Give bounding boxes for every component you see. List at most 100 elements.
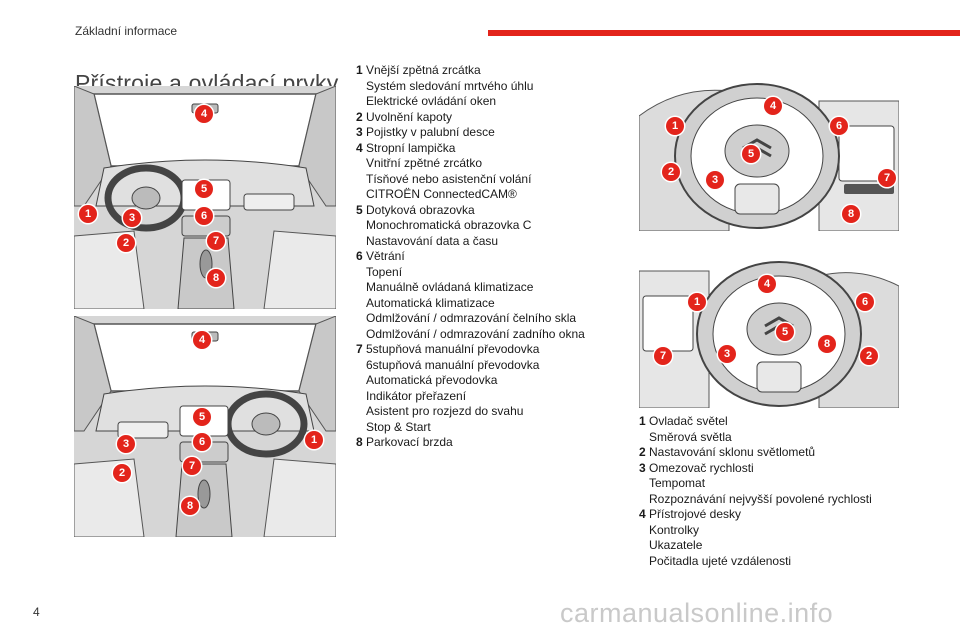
- item-line: Dotyková obrazovka: [366, 202, 475, 217]
- item-number: 3: [639, 460, 646, 475]
- callout-marker-6: 6: [856, 293, 874, 311]
- item-number: 1: [356, 63, 363, 77]
- callout-marker-4: 4: [193, 331, 211, 349]
- item-line: Stop & Start: [366, 419, 431, 434]
- section-header: Základní informace: [75, 24, 178, 38]
- callout-marker-7: 7: [878, 169, 896, 187]
- item-line: Kontrolky: [649, 522, 700, 537]
- callout-marker-3: 3: [117, 435, 135, 453]
- item-line: Stropní lampička: [366, 140, 456, 155]
- item-line: Pojistky v palubní desce: [366, 125, 495, 139]
- callout-marker-6: 6: [193, 433, 211, 451]
- steering-wheel-rhd-drawing: [639, 236, 899, 408]
- item-number: 8: [356, 435, 363, 449]
- item-line: Větrání: [366, 249, 405, 263]
- item-number: 2: [639, 445, 646, 459]
- callout-marker-3: 3: [123, 209, 141, 227]
- callout-marker-1: 1: [666, 117, 684, 135]
- item-lines: Pojistky v palubní desce: [366, 125, 495, 141]
- item-line: Nastavování sklonu světlometů: [649, 445, 816, 459]
- item-line: Odmlžování / odmrazování čelního skla: [366, 311, 577, 325]
- callout-marker-5: 5: [195, 180, 213, 198]
- item-line: Počitadla ujeté vzdálenosti: [649, 553, 792, 568]
- item-line: Vnitřní zpětné zrcátko: [366, 156, 483, 170]
- item-number: 1: [639, 414, 646, 428]
- item-line: Vnější zpětná zrcátka: [366, 63, 481, 77]
- callout-marker-1: 1: [79, 205, 97, 223]
- item-line: Monochromatická obrazovka C: [366, 218, 532, 232]
- watermark: carmanualsonline.info: [560, 598, 834, 628]
- item-number: 7: [356, 342, 363, 356]
- item-line: Nastavování data a času: [366, 233, 499, 248]
- item-line: Automatická převodovka: [366, 373, 498, 387]
- item-line: CITROËN ConnectedCAM®: [366, 187, 517, 201]
- callout-marker-7: 7: [654, 347, 672, 365]
- callout-marker-2: 2: [860, 347, 878, 365]
- callout-marker-7: 7: [183, 457, 201, 475]
- item-number: 5: [356, 202, 363, 217]
- steering-wheel-lhd-drawing: [639, 56, 899, 231]
- callout-marker-5: 5: [776, 323, 794, 341]
- callout-marker-2: 2: [662, 163, 680, 181]
- callout-marker-1: 1: [688, 293, 706, 311]
- item-line: Systém sledování mrtvého úhlu: [366, 78, 534, 93]
- header-accent-bar: [488, 30, 960, 36]
- item-line: Indikátor přeřazení: [366, 388, 467, 403]
- item-line: Ukazatele: [649, 538, 703, 552]
- item-line: Asistent pro rozjezd do svahu: [366, 404, 524, 418]
- item-line: Odmlžování / odmrazování zadního okna: [366, 326, 585, 341]
- callout-marker-6: 6: [830, 117, 848, 135]
- callout-marker-6: 6: [195, 207, 213, 225]
- callout-marker-8: 8: [181, 497, 199, 515]
- item-number: 4: [356, 140, 363, 155]
- item-line: Elektrické ovládání oken: [366, 94, 497, 108]
- item-lines: Nastavování sklonu světlometů: [649, 445, 815, 461]
- callout-marker-4: 4: [764, 97, 782, 115]
- item-line: Ovladač světel: [649, 414, 728, 428]
- item-line: Omezovač rychlosti: [649, 460, 754, 475]
- callout-marker-5: 5: [742, 145, 760, 163]
- item-line: Tempomat: [649, 476, 706, 490]
- item-line: Automatická klimatizace: [366, 295, 495, 310]
- item-number: 6: [356, 249, 363, 263]
- dashboard-rhd-drawing: [74, 316, 336, 537]
- item-number: 4: [639, 507, 646, 521]
- item-line: Topení: [366, 264, 403, 279]
- callout-marker-1: 1: [305, 431, 323, 449]
- item-line: 6stupňová manuální převodovka: [366, 357, 540, 372]
- callout-marker-2: 2: [113, 464, 131, 482]
- callout-marker-8: 8: [842, 205, 860, 223]
- item-number: 2: [356, 109, 363, 124]
- item-lines: Parkovací brzda: [366, 435, 453, 451]
- callout-marker-2: 2: [117, 234, 135, 252]
- item-lines: Uvolnění kapoty: [366, 110, 452, 126]
- callout-marker-3: 3: [706, 171, 724, 189]
- callout-marker-8: 8: [818, 335, 836, 353]
- callout-marker-8: 8: [207, 269, 225, 287]
- item-line: Rozpoznávání nejvyšší povolené rychlosti: [649, 491, 872, 506]
- item-line: Přístrojové desky: [649, 507, 742, 521]
